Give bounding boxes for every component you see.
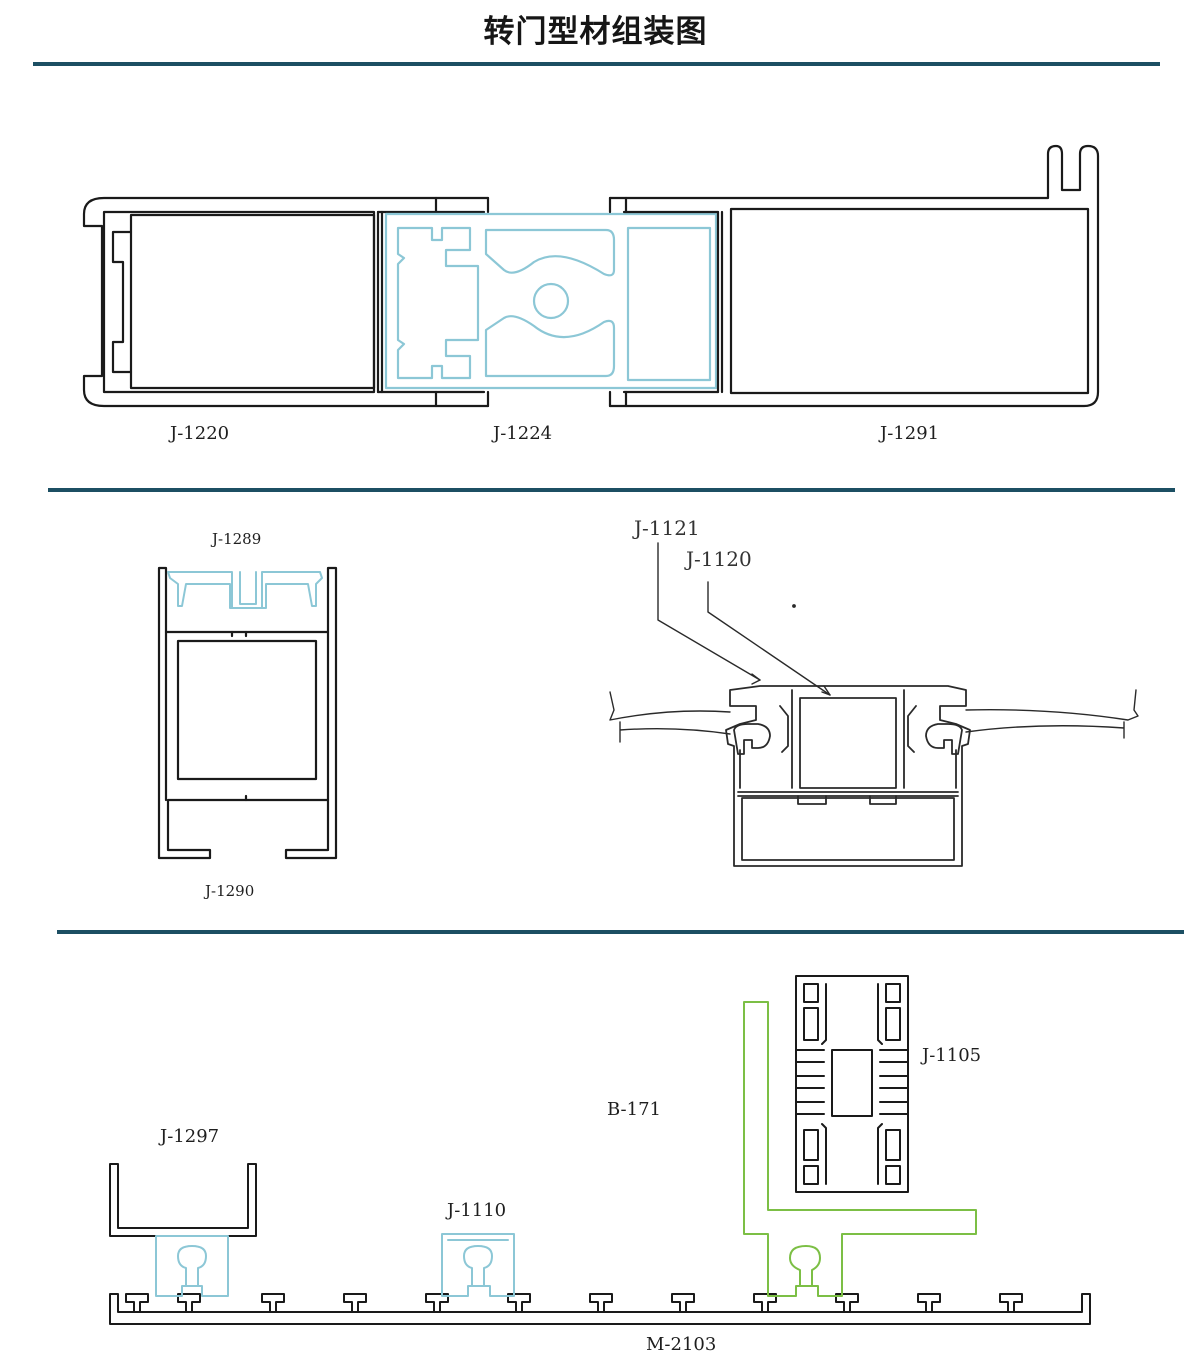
profile-j1289 [167,571,323,609]
profile-j1120-assembly [725,685,971,867]
rail-slot [261,1293,285,1313]
leader-lines [657,542,831,696]
profile-j1110 [441,1233,515,1297]
profile-j1290 [157,566,338,860]
profile-j1105 [795,975,909,1193]
profile-j1220 [82,196,490,408]
label-j1289: J-1289 [212,530,262,548]
rail-slot [343,1293,367,1313]
glass-panels [609,689,1139,743]
profile-j1291 [608,144,1100,408]
label-j1120: J-1120 [686,547,752,571]
label-b171: B-171 [607,1099,661,1120]
label-j1220: J-1220 [170,423,230,444]
label-j1105: J-1105 [922,1045,982,1066]
rail-slot [999,1293,1023,1313]
page-title: 转门型材组装图 [483,14,708,50]
rail-slot [125,1293,149,1313]
label-j1110: J-1110 [447,1200,507,1221]
rail-slot [917,1293,941,1313]
label-j1297: J-1297 [160,1126,220,1147]
label-m2103: M-2103 [646,1334,717,1355]
rail-slot [589,1293,613,1313]
section-divider-top [33,62,1160,66]
profile-j1224 [384,212,718,390]
base-rail-slots [125,1293,1023,1313]
profile-b171 [743,1001,977,1297]
label-j1291: J-1291 [880,423,940,444]
rail-slot [425,1293,449,1313]
rail-slot [671,1293,695,1313]
label-j1290: J-1290 [205,882,255,900]
profile-m2103 [109,1293,1091,1325]
section-divider-bottom [57,930,1184,934]
rail-slot [835,1293,859,1313]
profile-j1297 [109,1163,257,1237]
rail-slot [753,1293,777,1313]
label-j1224: J-1224 [493,423,553,444]
profile-j1297-insert [155,1235,229,1297]
label-j1121: J-1121 [634,516,700,540]
rail-slot [177,1293,201,1313]
section-divider-middle [48,488,1175,492]
rail-slot [507,1293,531,1313]
